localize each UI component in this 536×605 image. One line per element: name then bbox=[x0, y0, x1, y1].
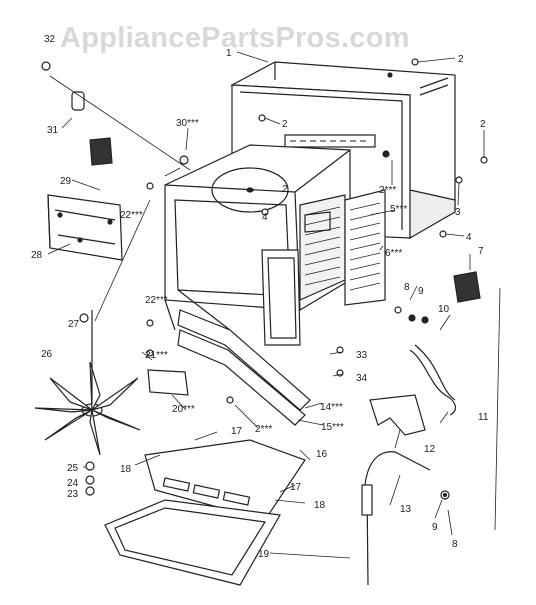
callout-34: 34 bbox=[356, 373, 368, 384]
callout-5-triple-star: 5*** bbox=[390, 204, 407, 215]
callout-33: 33 bbox=[356, 350, 368, 361]
callout-31: 31 bbox=[47, 125, 59, 136]
callout-10: 10 bbox=[438, 304, 450, 315]
front-trim-strips bbox=[177, 309, 311, 426]
callout-labels: 1 2 2 2 2 2*** 2*** 3 4 4 5*** 6*** 7 8 … bbox=[31, 34, 489, 560]
callout-26: 26 bbox=[41, 349, 53, 360]
callout-32: 32 bbox=[44, 34, 56, 45]
callout-24: 24 bbox=[67, 478, 79, 489]
callout-1: 1 bbox=[226, 48, 232, 59]
fasteners bbox=[41, 58, 488, 496]
callout-9: 9 bbox=[418, 286, 424, 297]
callout-12: 12 bbox=[424, 444, 436, 455]
callout-18: 18 bbox=[120, 464, 132, 475]
temperature-probe bbox=[361, 451, 450, 586]
callout-8: 8 bbox=[404, 282, 410, 293]
callout-2-triple-star: 2*** bbox=[255, 424, 272, 435]
left-side-bracket bbox=[47, 194, 123, 261]
callout-7: 7 bbox=[478, 246, 484, 257]
leader-lines bbox=[47, 51, 501, 559]
callout-18: 18 bbox=[314, 500, 326, 511]
callout-17: 17 bbox=[231, 426, 243, 437]
callout-8: 8 bbox=[452, 539, 458, 550]
callout-28: 28 bbox=[31, 250, 43, 261]
callout-27: 27 bbox=[68, 319, 80, 330]
callout-25: 25 bbox=[67, 463, 79, 474]
callout-2-triple-star: 2*** bbox=[379, 185, 396, 196]
callout-11: 11 bbox=[478, 412, 489, 423]
pad-7 bbox=[453, 271, 481, 303]
callout-23: 23 bbox=[67, 489, 79, 500]
callout-13: 13 bbox=[400, 504, 412, 515]
callout-19: 19 bbox=[258, 549, 270, 560]
callout-16: 16 bbox=[316, 449, 328, 460]
callout-15-triple-star: 15*** bbox=[321, 422, 344, 433]
convection-fan bbox=[34, 310, 141, 456]
bracket-12 bbox=[369, 394, 426, 436]
callout-22-triple-star: 22*** bbox=[145, 295, 168, 306]
callout-22-triple-star: 22*** bbox=[120, 210, 143, 221]
rear-vent-panel bbox=[344, 189, 386, 306]
wiring-harness bbox=[408, 314, 457, 416]
insulation-pad bbox=[89, 137, 113, 166]
callout-2: 2 bbox=[282, 184, 288, 195]
callout-30-triple-star: 30*** bbox=[176, 118, 199, 129]
callout-17: 17 bbox=[290, 482, 302, 493]
callout-14-triple-star: 14*** bbox=[320, 402, 343, 413]
callout-2: 2 bbox=[458, 54, 464, 65]
callout-29: 29 bbox=[60, 176, 72, 187]
watermark: AppliancePartsPros.com bbox=[60, 22, 410, 54]
callout-2: 2 bbox=[282, 119, 288, 130]
callout-9: 9 bbox=[432, 522, 438, 533]
callout-6-triple-star: 6*** bbox=[385, 248, 402, 259]
callout-4: 4 bbox=[262, 212, 268, 223]
drip-pan bbox=[104, 499, 281, 586]
callout-3: 3 bbox=[455, 207, 461, 218]
callout-20-triple-star: 20*** bbox=[172, 404, 195, 415]
callout-4: 4 bbox=[466, 232, 472, 243]
bracket-20 bbox=[147, 369, 189, 396]
callout-21-triple-star: 21*** bbox=[145, 350, 168, 361]
callout-2: 2 bbox=[480, 119, 486, 130]
